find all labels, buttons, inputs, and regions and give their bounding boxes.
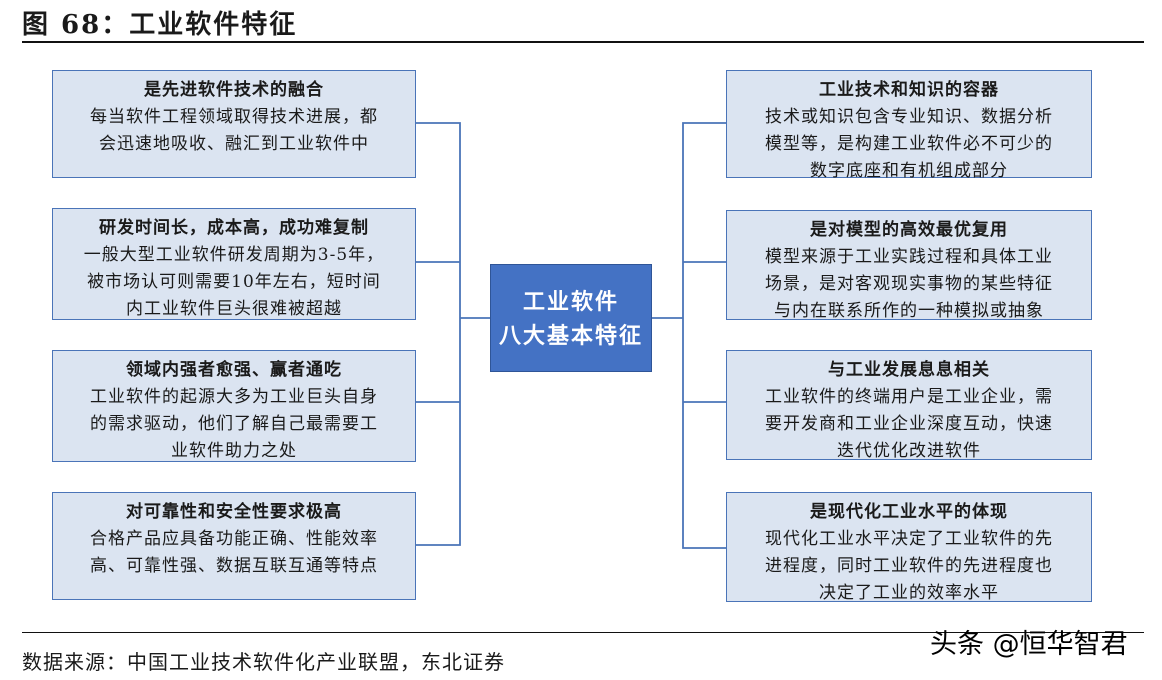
left-box-4-line-1: 合格产品应具备功能正确、性能效率 (90, 529, 378, 549)
right-box-4-heading: 是现代化工业水平的体现 (810, 502, 1008, 522)
left-box-4: 对可靠性和安全性要求极高 合格产品应具备功能正确、性能效率 高、可靠性强、数据互… (52, 492, 416, 600)
right-box-2-line-3: 与内在联系所作的一种模拟或抽象 (774, 301, 1044, 321)
figure-title: 图 68：工业软件特征 (22, 10, 298, 40)
center-line-1: 工业软件 (522, 289, 619, 315)
right-box-4-line-1: 现代化工业水平决定了工业软件的先 (765, 529, 1053, 549)
right-box-4-line-3: 决定了工业的效率水平 (819, 583, 999, 603)
title-rule (22, 41, 1144, 43)
right-box-4: 是现代化工业水平的体现 现代化工业水平决定了工业软件的先 进程度，同时工业软件的… (726, 492, 1092, 603)
left-box-3: 领域内强者愈强、赢者通吃 工业软件的起源大多为工业巨头自身 的需求驱动，他们了解… (52, 350, 416, 462)
right-box-1-line-2: 模型等，是构建工业软件必不可少的 (765, 134, 1053, 154)
right-box-3-line-1: 工业软件的终端用户是工业企业，需 (765, 387, 1053, 407)
right-box-1-line-1: 技术或知识包含专业知识、数据分析 (765, 107, 1053, 127)
left-box-1-line-2: 会迅速地吸收、融汇到工业软件中 (99, 134, 369, 154)
right-box-1: 工业技术和知识的容器 技术或知识包含专业知识、数据分析 模型等，是构建工业软件必… (726, 70, 1092, 181)
left-box-3-line-3: 业软件助力之处 (171, 441, 297, 461)
right-box-2-line-1: 模型来源于工业实践过程和具体工业 (765, 247, 1053, 267)
left-box-2-line-3: 内工业软件巨头很难被超越 (126, 299, 342, 319)
right-box-2: 是对模型的高效最优复用 模型来源于工业实践过程和具体工业 场景，是对客观现实事物… (726, 210, 1092, 321)
left-box-4-line-2: 高、可靠性强、数据互联互通等特点 (90, 556, 378, 576)
right-connector-1 (682, 122, 726, 549)
left-box-2-heading: 研发时间长，成本高，成功难复制 (99, 218, 369, 238)
right-box-3-heading: 与工业发展息息相关 (828, 360, 990, 380)
center-line-2: 八大基本特征 (498, 323, 643, 349)
left-box-1-heading: 是先进软件技术的融合 (144, 80, 324, 100)
right-box-1-line-3: 数字底座和有机组成部分 (810, 161, 1008, 181)
left-box-3-heading: 领域内强者愈强、赢者通吃 (126, 360, 342, 380)
right-box-2-heading: 是对模型的高效最优复用 (810, 220, 1008, 240)
source-rule (22, 632, 1144, 633)
left-box-2: 研发时间长，成本高，成功难复制 一般大型工业软件研发周期为3-5年， 被市场认可… (52, 208, 416, 320)
center-box: 工业软件 八大基本特征 (490, 264, 652, 372)
source-note: 数据来源：中国工业技术软件化产业联盟，东北证券 (22, 650, 505, 674)
watermark: 头条 @恒华智君 (930, 629, 1128, 660)
right-box-3: 与工业发展息息相关 工业软件的终端用户是工业企业，需 要开发商和工业企业深度互动… (726, 350, 1092, 461)
right-box-3-line-3: 迭代优化改进软件 (837, 441, 981, 461)
left-box-1-line-1: 每当软件工程领域取得技术进展，都 (90, 107, 378, 127)
left-box-2-line-2: 被市场认可则需要10年左右，短时间 (87, 272, 381, 292)
right-box-4-line-2: 进程度，同时工业软件的先进程度也 (765, 556, 1053, 576)
left-box-1: 是先进软件技术的融合 每当软件工程领域取得技术进展，都 会迅速地吸收、融汇到工业… (52, 70, 416, 178)
left-box-3-line-2: 的需求驱动，他们了解自己最需要工 (90, 414, 378, 434)
right-box-2-line-2: 场景，是对客观现实事物的某些特征 (765, 274, 1053, 294)
left-box-2-line-1: 一般大型工业软件研发周期为3-5年， (83, 245, 385, 265)
right-box-1-heading: 工业技术和知识的容器 (819, 80, 999, 100)
left-box-4-heading: 对可靠性和安全性要求极高 (126, 502, 342, 522)
left-connector-1 (416, 122, 461, 546)
right-box-3-line-2: 要开发商和工业企业深度互动，快速 (765, 414, 1053, 434)
left-box-3-line-1: 工业软件的起源大多为工业巨头自身 (90, 387, 378, 407)
